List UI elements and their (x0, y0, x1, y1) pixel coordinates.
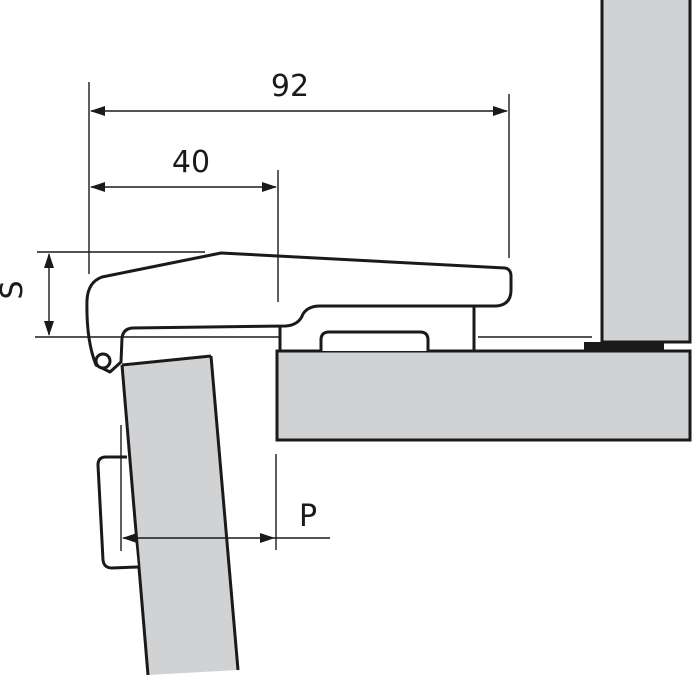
hinge-cup (96, 455, 139, 570)
plate-slot (319, 330, 430, 351)
cabinet-top-panel (275, 349, 692, 442)
dimension-p: P (122, 499, 330, 543)
dimension-s: S (0, 253, 54, 336)
dimension-s-label: S (0, 280, 30, 299)
mounting-plate (278, 306, 476, 351)
gasket-strip (584, 342, 664, 352)
cabinet-side-panel (600, 0, 692, 344)
dimension-40-label: 40 (172, 145, 210, 180)
hinge-arm (85, 251, 513, 374)
door-panel (122, 356, 238, 675)
dimension-40: 40 (90, 145, 277, 192)
dimension-92-label: 92 (271, 69, 309, 104)
dimension-92: 92 (90, 69, 508, 116)
hinge-pivot (94, 352, 112, 370)
dimension-p-label: P (299, 499, 317, 534)
